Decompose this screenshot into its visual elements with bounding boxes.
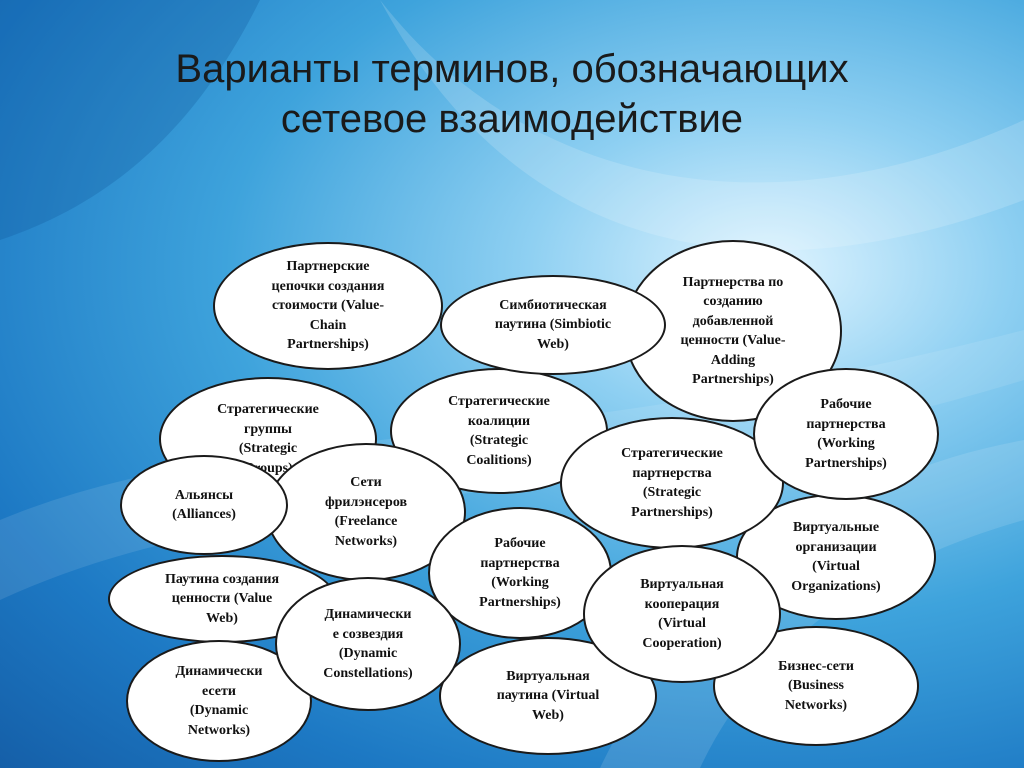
node-label: Симбиотическая паутина (Simbiotic Web) xyxy=(494,297,612,352)
title-line-2: сетевое взаимодействие xyxy=(280,97,744,141)
node-label: Динамически е созвездия (Dynamic Constel… xyxy=(323,607,413,681)
node-virtual-web: Виртуальная паутина (Virtual Web) xyxy=(439,637,657,755)
node-working-partnerships-center: Рабочие партнерства (Working Partnership… xyxy=(428,507,612,639)
node-working-partnerships-right: Рабочие партнерства (Working Partnership… xyxy=(753,368,939,500)
node-dynamic-constellations: Динамически е созвездия (Dynamic Constel… xyxy=(275,577,461,711)
node-label: Рабочие партнерства (Working Partnership… xyxy=(805,397,887,471)
title-line-1: Варианты терминов, обозначающих xyxy=(175,47,849,91)
node-label: Стратегические коалиции (Strategic Coali… xyxy=(448,394,550,468)
node-virtual-cooperation: Виртуальная кооперация (Virtual Cooperat… xyxy=(583,545,781,683)
node-label: Партнерские цепочки создания стоимости (… xyxy=(271,259,385,353)
node-alliances: Альянсы (Alliances) xyxy=(120,455,288,555)
node-label: Сети фрилэнсеров (Freelance Networks) xyxy=(324,475,408,549)
node-label: Виртуальная кооперация (Virtual Cooperat… xyxy=(640,577,724,651)
node-label: Динамически есети (Dynamic Networks) xyxy=(175,664,263,738)
node-dynamic-networks: Динамически есети (Dynamic Networks) xyxy=(126,640,312,762)
node-label: Стратегические группы (Strategic Groups) xyxy=(217,402,319,476)
node-label: Стратегические партнерства (Strategic Pa… xyxy=(621,446,723,520)
slide-title: Варианты терминов, обозначающих сетевое … xyxy=(60,44,964,144)
node-symbiotic-web: Симбиотическая паутина (Simbiotic Web) xyxy=(440,275,666,375)
node-label: Партнерства по созданию добавленной ценн… xyxy=(680,274,786,388)
node-label: Виртуальная паутина (Virtual Web) xyxy=(496,668,600,723)
node-label: Паутина создания ценности (Value Web) xyxy=(164,571,280,626)
node-label: Виртуальные организации (Virtual Organiz… xyxy=(791,520,881,594)
node-freelance-networks: Сети фрилэнсеров (Freelance Networks) xyxy=(266,443,466,581)
node-label: Рабочие партнерства (Working Partnership… xyxy=(479,536,561,610)
node-strategic-partnerships: Стратегические партнерства (Strategic Pa… xyxy=(560,417,784,549)
node-value-chain-partnerships: Партнерские цепочки создания стоимости (… xyxy=(213,242,443,370)
node-label: Бизнес-сети (Business Networks) xyxy=(778,658,854,713)
node-label: Альянсы (Alliances) xyxy=(172,487,236,523)
